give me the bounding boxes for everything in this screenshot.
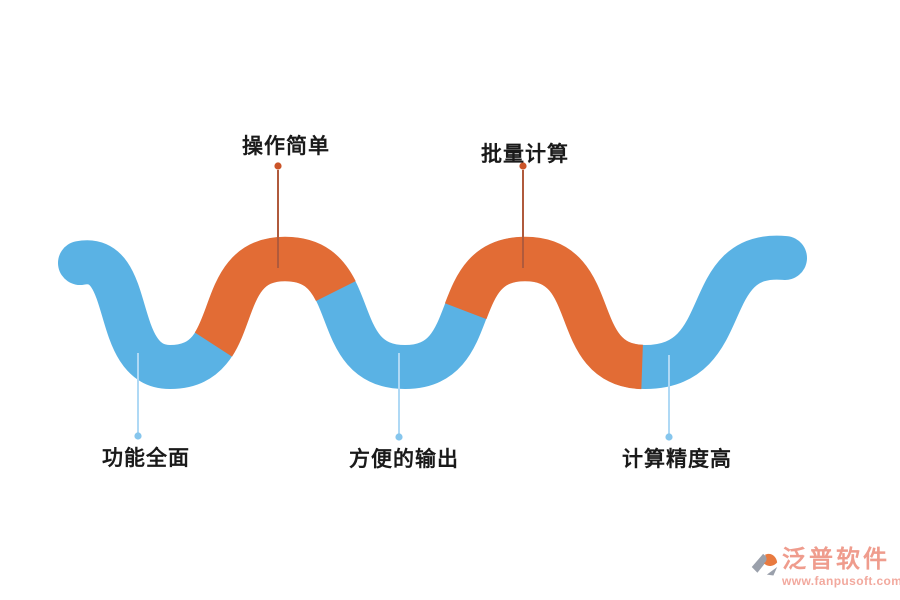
callout-label-bottom-3: 计算精度高 [622, 448, 732, 471]
callout-dot-5 [665, 433, 673, 441]
callout-label-bottom-2: 方便的输出 [349, 448, 459, 471]
callout-dot-2 [519, 162, 527, 170]
callout-label-bottom-1: 功能全面 [102, 447, 190, 470]
callout-dot-1 [274, 162, 282, 170]
callout-label-top-1: 操作简单 [242, 135, 330, 158]
watermark: 泛普软件 www.fanpusoft.com [748, 548, 900, 587]
watermark-brand-text: 泛普软件 [782, 546, 890, 573]
fanpu-logo-icon [751, 553, 778, 576]
callout-label-top-2: 批量计算 [481, 143, 569, 166]
wave-path-blue [58, 235, 807, 389]
callout-dot-4 [395, 433, 403, 441]
watermark-url-text: www.fanpusoft.com [782, 574, 900, 588]
callout-dot-3 [134, 432, 142, 440]
